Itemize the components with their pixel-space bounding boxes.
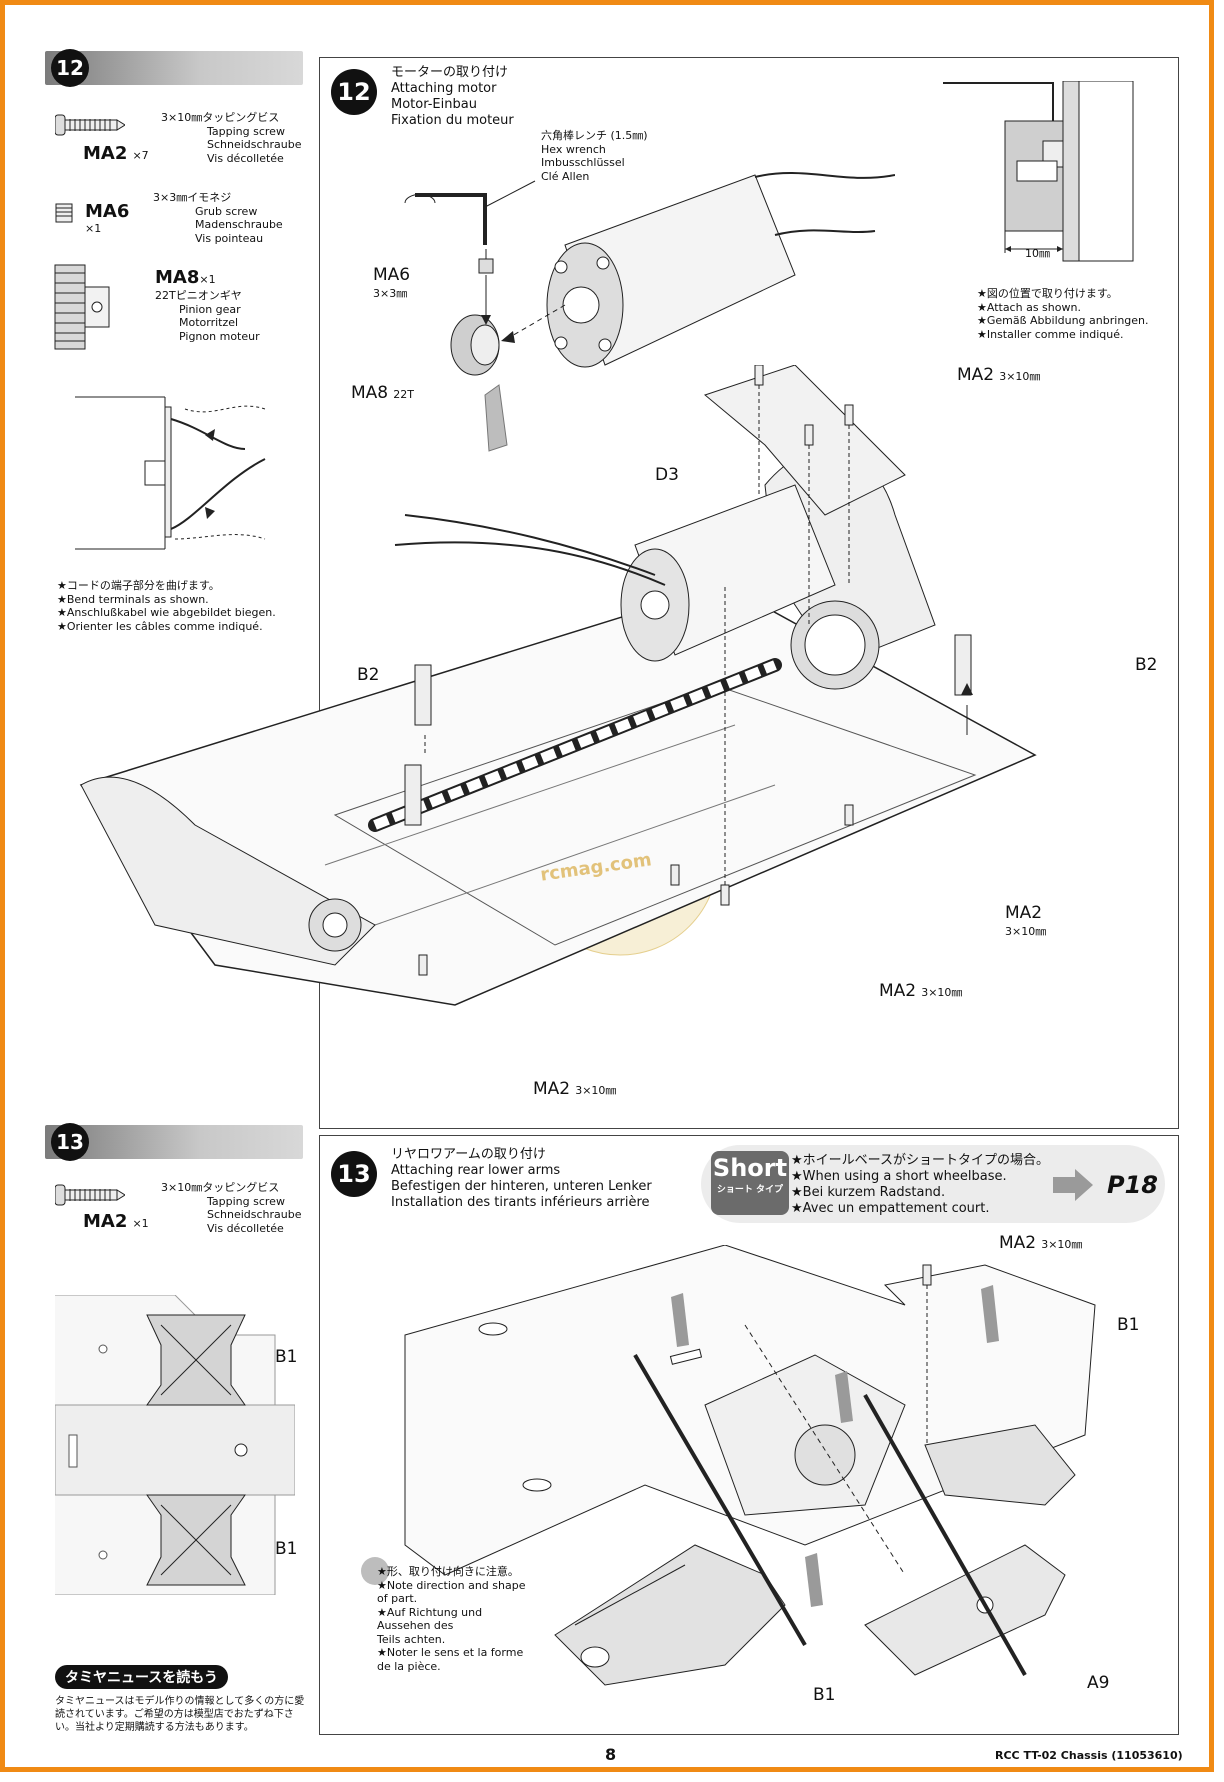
- part-ma2-code: MA2 ×7: [83, 143, 149, 164]
- part-ma2-desc-13: 3×10㎜タッピングビス Tapping screw Schneidschrau…: [161, 1181, 302, 1235]
- step12-number: 12: [56, 56, 84, 80]
- step13-number-badge: 13: [51, 1123, 89, 1161]
- label-d3: D3: [655, 465, 679, 485]
- direction-note: ★形、取り付け向きに注意。 ★Note direction and shape …: [377, 1565, 526, 1673]
- arrow-right-icon: [1053, 1169, 1093, 1201]
- label-b2-left: B2: [357, 665, 380, 685]
- rear-lower-arm-drawing: [385, 1245, 1165, 1715]
- part-ma6-desc: 3×3㎜イモネジ Grub screw Madenschraube Vis po…: [153, 191, 283, 245]
- part-ma8-code: MA8×1: [155, 267, 216, 288]
- label-ma8: MA8 22T: [351, 383, 414, 403]
- terminal-bend-diagram: [75, 389, 275, 559]
- step13-panel: [319, 1135, 1179, 1735]
- motor-pinion-exploded-drawing: [335, 155, 895, 455]
- step13-title: リヤロワアームの取り付け Attaching rear lower arms B…: [391, 1147, 652, 1210]
- step12-panel: [319, 57, 1179, 1129]
- terminal-note: ★コードの端子部分を曲げます。 ★Bend terminals as shown…: [57, 579, 276, 633]
- part-ma2-screw-icon: [55, 113, 125, 139]
- part-ma2-code-13: MA2 ×1: [83, 1211, 149, 1232]
- step12-number-badge: 12: [51, 49, 89, 87]
- part-ma8-pinion-icon: [53, 263, 113, 353]
- part-ma6-grub-icon: [55, 203, 73, 223]
- label-ma2-bottom: MA2 3×10㎜: [533, 1079, 617, 1099]
- page-number: 8: [605, 1745, 617, 1764]
- part-ma6-code: MA6×1: [85, 201, 130, 235]
- label-b2-right: B2: [1135, 655, 1158, 675]
- label-b1-bottom: B1: [813, 1685, 836, 1705]
- short-wheelbase-text: ★ホイールベースがショートタイプの場合。 ★When using a short…: [791, 1153, 1050, 1216]
- chassis-assembly-drawing: [75, 365, 1115, 1125]
- step12-title: モーターの取り付け Attaching motor Motor-Einbau F…: [391, 65, 514, 128]
- note-marker-icon: [361, 1557, 389, 1585]
- label-a9: A9: [1087, 1673, 1110, 1693]
- motor-mount-inset: [943, 81, 1153, 271]
- inset-dimension: 10㎜: [1025, 247, 1050, 260]
- step12-panel-badge: 12: [331, 69, 377, 115]
- step13-panel-badge: 13: [331, 1151, 377, 1197]
- label-ma2-top: MA2 3×10㎜: [957, 365, 1041, 385]
- label-b1-bottom-left: B1: [275, 1539, 298, 1559]
- tamiya-news-body: タミヤニュースはモデル作りの情報として多くの方に愛読されています。ご希望の方は模…: [55, 1696, 305, 1733]
- label-b1-top-left: B1: [275, 1347, 298, 1367]
- part-ma2-screw-icon-13: [55, 1183, 125, 1209]
- short-badge: Short ショート タイプ: [711, 1151, 789, 1215]
- page-reference-p18[interactable]: P18: [1107, 1171, 1158, 1199]
- label-ma2-middle: MA2 3×10㎜: [879, 981, 963, 1001]
- hex-wrench-label: 六角棒レンチ (1.5㎜) Hex wrench Imbusschlüssel …: [541, 129, 648, 183]
- label-b1-right: B1: [1117, 1315, 1140, 1335]
- attach-as-shown-note: ★図の位置で取り付けます。 ★Attach as shown. ★Gemäß A…: [977, 287, 1149, 341]
- b1-orientation-diagram: [55, 1295, 295, 1595]
- tamiya-news-title: タミヤニュースを読もう: [55, 1665, 228, 1689]
- part-ma2-desc: 3×10㎜タッピングビス Tapping screw Schneidschrau…: [161, 111, 302, 165]
- document-id: RCC TT-02 Chassis (11053610): [995, 1749, 1183, 1762]
- label-ma2-step13: MA2 3×10㎜: [999, 1233, 1083, 1253]
- part-ma8-desc: 22Tピニオンギヤ Pinion gear Motorritzel Pignon…: [155, 289, 260, 343]
